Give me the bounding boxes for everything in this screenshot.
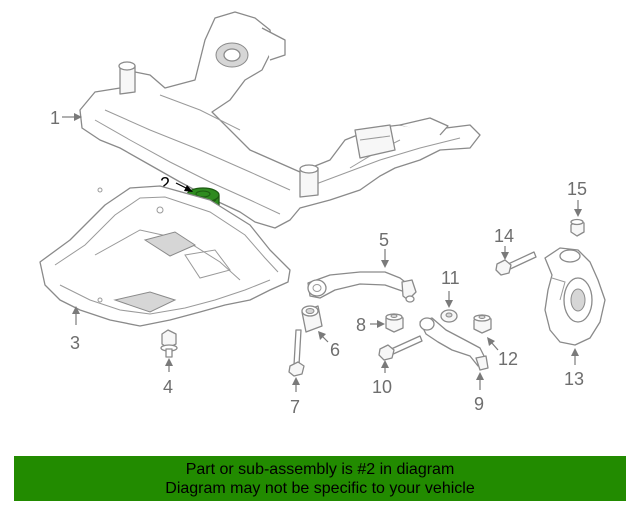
banner-line-1: Part or sub-assembly is #2 in diagram: [185, 461, 455, 478]
part-11-washer[interactable]: 11: [440, 268, 460, 323]
callout-3: 3: [70, 333, 80, 353]
callout-13: 13: [564, 369, 584, 389]
callout-9: 9: [474, 394, 484, 414]
callout-1: 1: [50, 108, 60, 128]
part-4-bolt[interactable]: 4: [160, 329, 178, 397]
part-6-bushing[interactable]: 6: [301, 305, 340, 360]
part-8-nut[interactable]: 8: [356, 313, 404, 335]
parts-diagram: 1 2 3 4: [39, 11, 606, 417]
part-10-bolt[interactable]: 10: [372, 335, 423, 397]
callout-6: 6: [330, 340, 340, 360]
callout-15: 15: [567, 179, 587, 199]
part-7-long-bolt[interactable]: 7: [288, 329, 305, 417]
part-1-subframe[interactable]: 1: [50, 11, 481, 229]
callout-11: 11: [441, 268, 460, 288]
callout-5: 5: [379, 230, 389, 250]
part-15-nut[interactable]: 15: [567, 179, 587, 237]
callout-14: 14: [494, 226, 514, 246]
info-banner: Part or sub-assembly is #2 in diagram Di…: [14, 456, 626, 501]
callout-2: 2: [160, 174, 170, 194]
callout-7: 7: [290, 397, 300, 417]
part-3-underbody-shield[interactable]: 3: [39, 185, 291, 353]
banner-line-2: Diagram may not be specific to your vehi…: [165, 480, 475, 497]
part-9-lower-arm[interactable]: 9: [419, 317, 489, 414]
part-12-nut[interactable]: 12: [473, 314, 518, 369]
callout-8: 8: [356, 315, 366, 335]
callout-12: 12: [498, 349, 518, 369]
callout-4: 4: [163, 377, 173, 397]
part-14-bolt[interactable]: 14: [494, 226, 537, 276]
part-13-knuckle[interactable]: 13: [544, 247, 606, 389]
part-5-control-arm[interactable]: 5: [307, 230, 417, 303]
callout-10: 10: [372, 377, 392, 397]
